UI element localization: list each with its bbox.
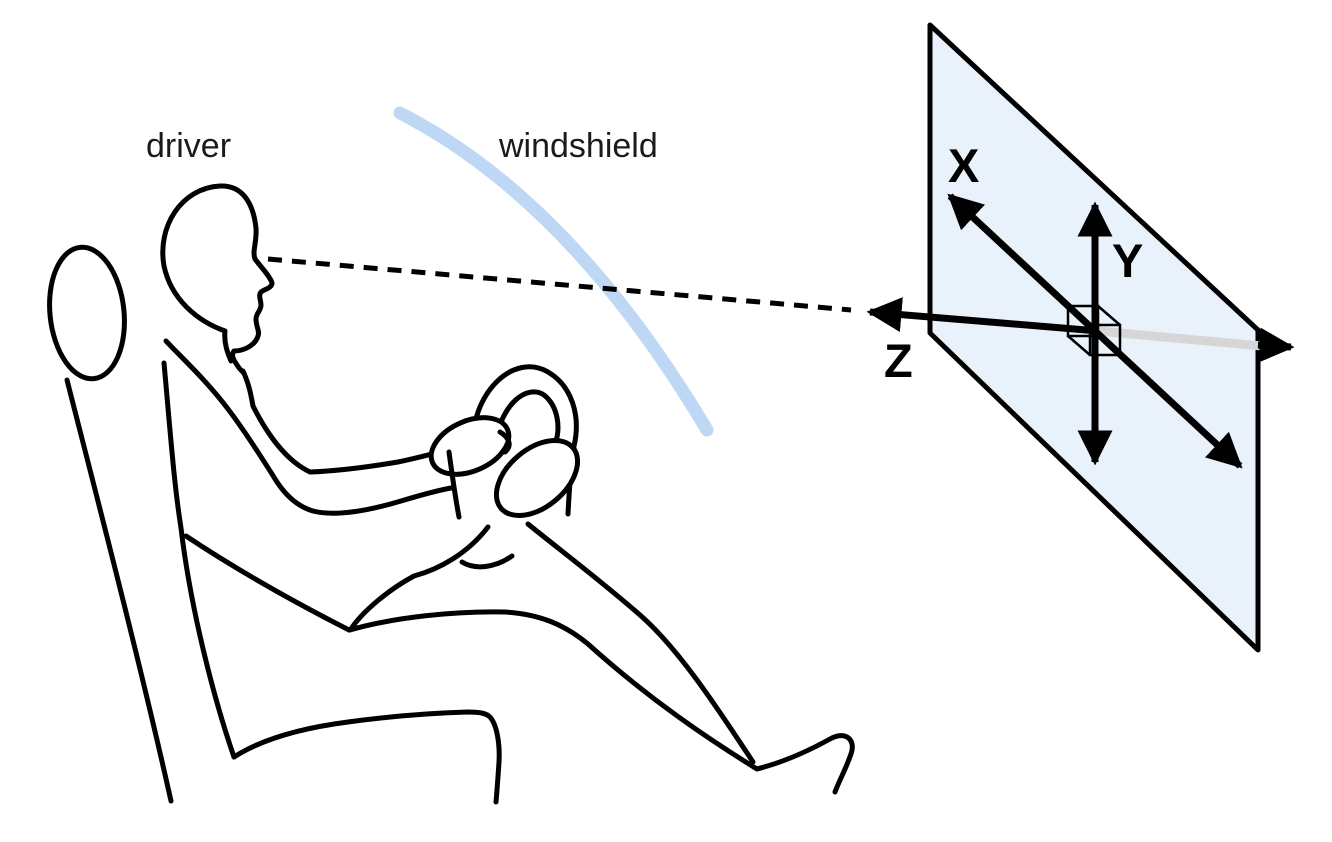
driver-back [161,360,237,760]
y-axis-label: Y [1112,234,1143,287]
z-axis [866,297,1099,335]
seat-headrest [47,244,127,382]
driver-head [160,183,275,376]
near-hand [493,438,581,518]
shin-line [525,521,756,765]
image-plane-group: X Y Z [866,22,1295,653]
underarm-line [163,338,454,516]
thigh-line [347,609,760,772]
sleeve-cuff [446,449,462,520]
belly-line [348,524,491,632]
steering-wheel-inner [491,389,561,453]
seat-bottom [231,709,502,805]
seat-back [64,377,174,804]
hip-line [183,533,352,633]
windshield-arc [393,106,714,437]
x-axis-label: X [948,139,979,192]
gaze-dashed-line [267,256,852,313]
driver-label: driver [146,127,231,165]
driver-figure [47,183,855,805]
z-axis-right-arrow [1257,327,1295,363]
foot [754,733,855,795]
knuckle-curl [459,553,515,570]
z-axis-label: Z [884,334,913,387]
far-hand-thumb [497,429,512,455]
chest-arm-line [240,368,443,475]
windshield-label: windshield [498,127,658,165]
